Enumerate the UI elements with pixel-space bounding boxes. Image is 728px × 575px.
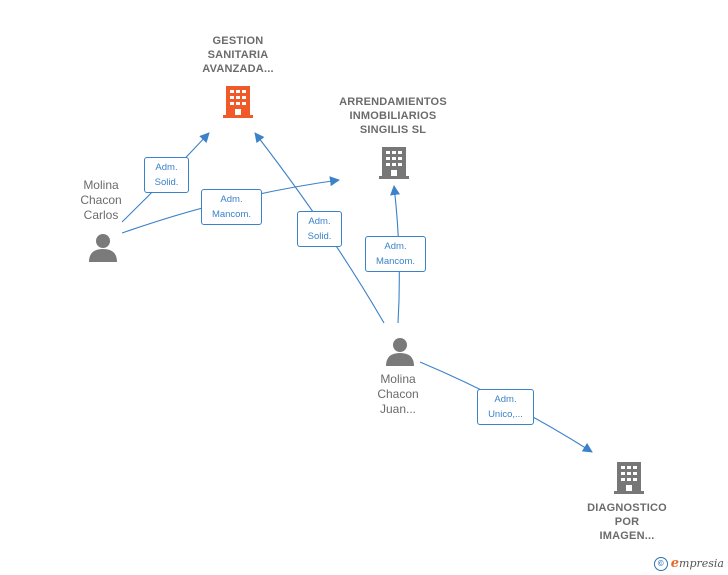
- person-label-juan[interactable]: Molina Chacon Juan...: [377, 372, 419, 416]
- building-icon[interactable]: [223, 86, 253, 118]
- edge-label-juan-diagnostico[interactable]: Adm. Unico,...: [477, 389, 534, 425]
- company-label-gestion[interactable]: GESTION SANITARIA AVANZADA...: [202, 35, 274, 75]
- building-icon[interactable]: [379, 147, 409, 179]
- company-label-arrendamientos[interactable]: ARRENDAMIENTOS INMOBILIARIOS SINGILIS SL: [339, 96, 447, 136]
- edge-label-carlos-arrendamientos[interactable]: Adm. Mancom.: [201, 189, 262, 225]
- person-icon[interactable]: [386, 338, 414, 366]
- person-icon[interactable]: [89, 234, 117, 262]
- brand-logo: empresia: [670, 556, 724, 571]
- company-label-diagnostico[interactable]: DIAGNOSTICO POR IMAGEN...: [587, 502, 667, 542]
- brand-footer: © empresia: [653, 556, 724, 571]
- edge-label-carlos-gestion[interactable]: Adm. Solid.: [144, 157, 189, 193]
- person-label-carlos[interactable]: Molina Chacon Carlos: [80, 178, 122, 222]
- copyright-icon: ©: [653, 556, 668, 571]
- edge-label-juan-gestion[interactable]: Adm. Solid.: [297, 211, 342, 247]
- edge-label-juan-arrendamientos[interactable]: Adm. Mancom.: [365, 236, 426, 272]
- building-icon[interactable]: [614, 462, 644, 494]
